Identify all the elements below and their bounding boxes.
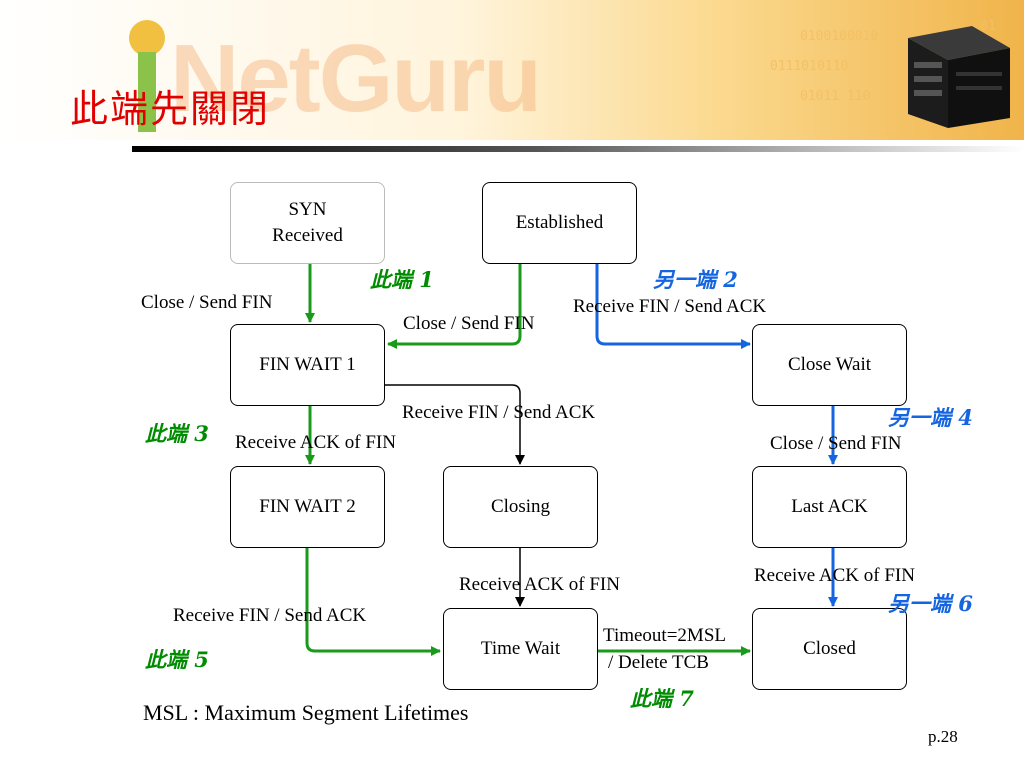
label-finwait1-receive-ack: Receive ACK of FIN [235, 432, 396, 453]
arrow-established-to-closewait [595, 262, 751, 349]
state-closing: Closing [443, 466, 598, 548]
slide-header: 0100100010 0111010110 01011 110 01 0110 … [0, 0, 1024, 160]
state-syn-received: SYN Received [230, 182, 385, 264]
page-number: p.28 [928, 727, 958, 746]
title-rule [132, 146, 1024, 152]
netguru-logo: NetGuru [170, 25, 542, 132]
label-delete-tcb: / Delete TCB [608, 652, 709, 673]
msl-footnote: MSL : Maximum Segment Lifetimes [143, 700, 469, 725]
step-this-end-7: 此端 7 [630, 686, 694, 711]
step-this-end-3: 此端 3 [145, 421, 209, 446]
state-fin-wait-2: FIN WAIT 2 [230, 466, 385, 548]
svg-text:0111010110: 0111010110 [770, 59, 848, 74]
step-this-end-5: 此端 5 [145, 647, 209, 672]
label-established-close: Close / Send FIN [403, 313, 535, 334]
arrow-finwait2-to-timewait [305, 548, 441, 656]
arrow-finwait1-to-closing [385, 384, 525, 465]
label-established-receive-fin: Receive FIN / Send ACK [573, 296, 767, 317]
state-time-wait: Time Wait [443, 608, 598, 690]
state-last-ack: Last ACK [752, 466, 907, 548]
page-title: 此端先關閉 [70, 87, 271, 131]
label-closewait-close: Close / Send FIN [770, 433, 902, 454]
label-lastack-receive-ack: Receive ACK of FIN [754, 565, 915, 586]
svg-text:0100100010: 0100100010 [800, 29, 878, 44]
label-finwait2-receive-fin: Receive FIN / Send ACK [173, 605, 367, 626]
label-timeout: Timeout=2MSL [603, 625, 726, 646]
label-syn-close: Close / Send FIN [141, 292, 273, 313]
svg-text:01011 110: 01011 110 [800, 89, 870, 104]
label-finwait1-receive-fin: Receive FIN / Send ACK [402, 402, 596, 423]
label-closing-receive-ack: Receive ACK of FIN [459, 574, 620, 595]
state-close-wait: Close Wait [752, 324, 907, 406]
server-icon [908, 26, 1010, 128]
step-this-end-1: 此端 1 [370, 267, 434, 292]
state-fin-wait-1: FIN WAIT 1 [230, 324, 385, 406]
state-closed: Closed [752, 608, 907, 690]
state-established: Established [482, 182, 637, 264]
step-other-end-4: 另一端 4 [888, 405, 973, 430]
logo-mark [129, 20, 165, 132]
step-other-end-2: 另一端 2 [653, 267, 738, 292]
arrow-established-to-finwait1 [387, 262, 522, 349]
svg-text:01: 01 [980, 19, 996, 34]
header-banner: 0100100010 0111010110 01011 110 01 0110 [0, 0, 1024, 152]
step-other-end-6: 另一端 6 [888, 591, 973, 616]
